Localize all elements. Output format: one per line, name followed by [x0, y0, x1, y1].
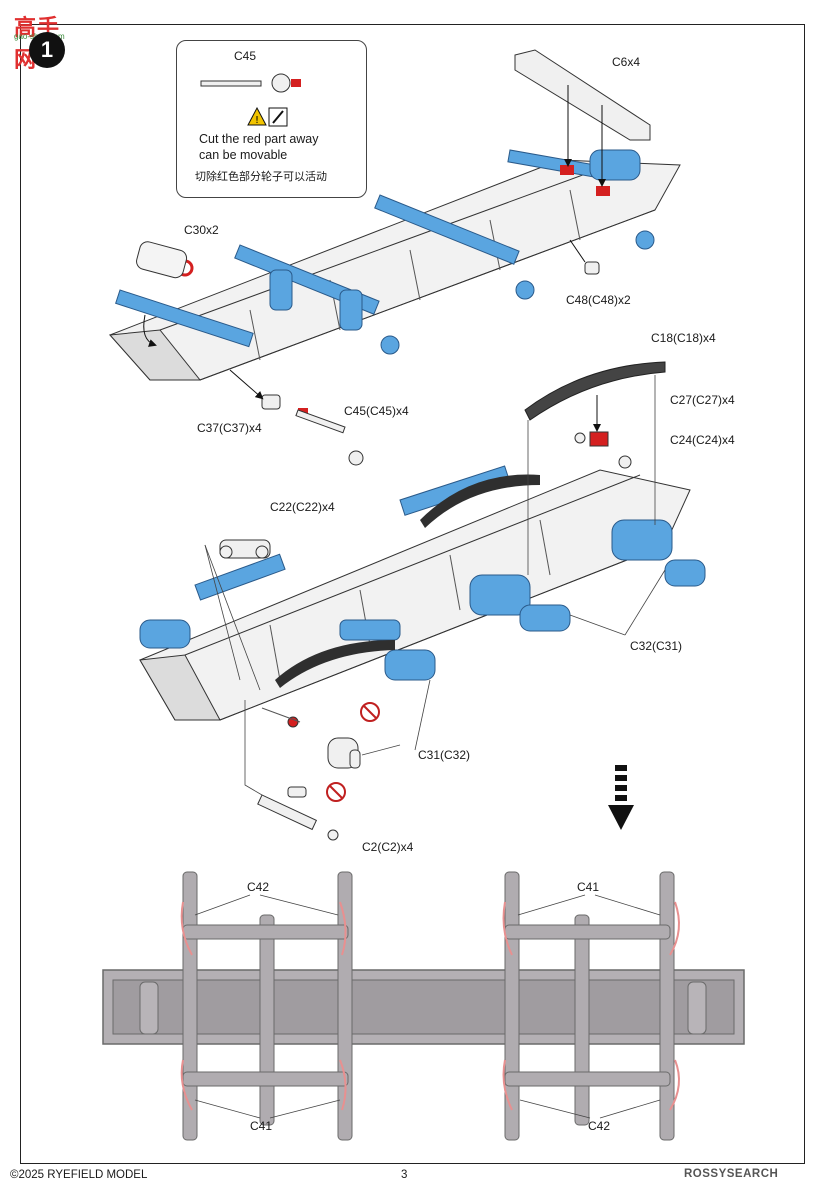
middle-chassis-frame [139, 469, 691, 721]
warning-icons: ! [247, 107, 288, 127]
c45-shaft-lower [229, 369, 364, 466]
brake-lines [180, 901, 680, 1111]
label-c30: C30x2 [184, 223, 219, 237]
label-c42-bottom: C42 [588, 1119, 611, 1133]
proceed-arrow [608, 765, 634, 830]
callout-note-chinese: 切除红色部分轮子可以活动 [195, 170, 327, 183]
label-c2: C2(C2)x4 [362, 840, 414, 854]
page-border [20, 24, 805, 1164]
middle-blue-parts [139, 465, 706, 681]
label-c42-top: C42 [247, 880, 270, 894]
c45-shaft-illustration [200, 73, 301, 93]
upper-chassis-frame [108, 159, 681, 381]
label-c48: C48(C48)x2 [566, 293, 631, 307]
label-c32: C32(C31) [630, 639, 683, 653]
label-c31: C31(C32) [418, 748, 471, 762]
c22-part [219, 539, 271, 559]
c48-part [569, 239, 600, 275]
leader-lines [204, 375, 666, 796]
label-c22: C22(C22)x4 [270, 500, 335, 514]
no-glue-icons [326, 702, 380, 802]
c30-part [136, 241, 188, 347]
bottom-view-frame [102, 969, 745, 1045]
footer-brand-watermark: ROSSYSEARCH [684, 1168, 779, 1180]
label-c6: C6x4 [612, 55, 641, 69]
c18-leaf-spring [524, 361, 666, 432]
label-c41-bottom: C41 [250, 1119, 273, 1133]
c45-instruction-callout: C45 ! Cut the red part away can be movab… [176, 40, 367, 198]
label-c45: C45(C45)x4 [344, 404, 409, 418]
callout-note-line1: Cut the red part away [199, 132, 319, 146]
c2-part [257, 786, 339, 841]
bottom-leader-lines [194, 894, 661, 1119]
svg-text:!: ! [255, 115, 259, 126]
footer-copyright: ©2025 RYEFIELD MODEL [10, 1169, 148, 1181]
label-c41-top: C41 [577, 880, 600, 894]
bottom-axles [182, 871, 675, 1141]
label-c27: C27(C27)x4 [670, 393, 735, 407]
c6-part [514, 49, 651, 187]
callout-part-label: C45 [234, 49, 257, 63]
step-number-badge: 1 [29, 32, 65, 68]
c31-c32-parts [261, 707, 361, 769]
callout-note-line2: can be movable [199, 148, 288, 162]
label-c37: C37(C37)x4 [197, 421, 262, 435]
label-c24: C24(C24)x4 [670, 433, 735, 447]
c27-c24-parts [574, 431, 632, 469]
footer-page-number: 3 [401, 1169, 408, 1181]
label-c18: C18(C18)x4 [651, 331, 716, 345]
